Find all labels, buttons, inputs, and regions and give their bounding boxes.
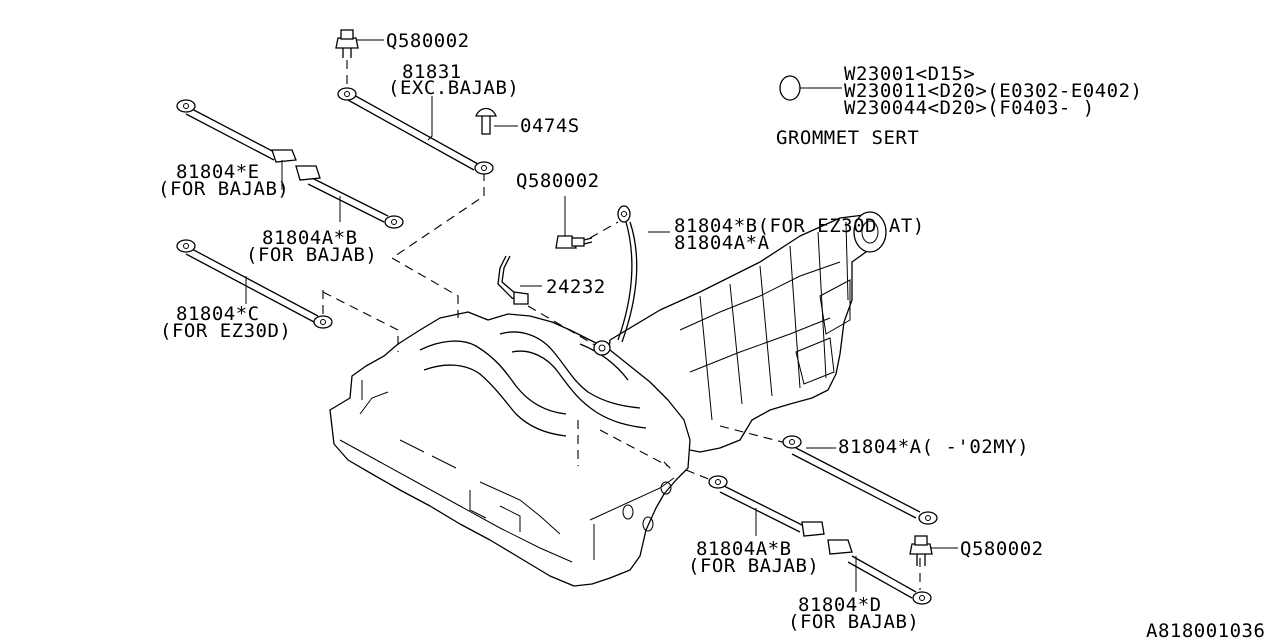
bracket-24232[interactable] <box>497 255 529 305</box>
label-grommet-2: W230011<D20>(E0302-E0402) <box>844 80 1142 102</box>
label-81804d-note: (FOR BAJAB) <box>788 611 919 633</box>
label-grommet-3: W230044<D20>(F0403- ) <box>844 97 1095 119</box>
hex-flange-bolt-icon[interactable] <box>909 535 933 566</box>
label-81804ab-upper-note: (FOR BAJAB) <box>246 244 377 266</box>
label-81804ab-lower-note: (FOR BAJAB) <box>688 555 819 577</box>
push-clip-icon[interactable] <box>475 107 497 135</box>
label-81804d: 81804*D <box>798 594 882 616</box>
label-81831: 81831 <box>402 61 462 83</box>
ground-cable-81804b[interactable] <box>593 205 638 356</box>
label-q580002-top: Q580002 <box>386 30 470 52</box>
label-81804aa: 81804A*A <box>674 232 770 254</box>
ground-strap-81831[interactable] <box>337 87 494 175</box>
hex-flange-bolt-icon[interactable] <box>335 29 359 58</box>
label-grommet-1: W23001<D15> <box>844 63 975 85</box>
label-81804ab-lower: 81804A*B <box>696 538 792 560</box>
grommet-icon[interactable] <box>779 75 801 101</box>
label-81804e-note: (FOR BAJAB) <box>158 178 289 200</box>
part-labels: Q580002 81831 (EXC.BAJAB) 0474S W23001<D… <box>158 30 1265 640</box>
label-0474s: 0474S <box>520 115 580 137</box>
engine-transmission-assembly-icon <box>329 211 887 587</box>
label-81831-note: (EXC.BAJAB) <box>388 77 519 99</box>
label-81804ab-upper: 81804A*B <box>262 227 358 249</box>
diagram-id: A818001036 <box>1146 620 1265 640</box>
ground-strap-81804e[interactable] <box>176 99 404 229</box>
label-81804a-02my: 81804*A( -'02MY) <box>838 436 1029 458</box>
hex-flange-bolt-icon[interactable] <box>555 235 593 249</box>
ground-strap-81804a[interactable] <box>782 435 938 525</box>
label-81804b-ez30d: 81804*B(FOR EZ30D AT) <box>674 215 925 237</box>
label-81804e: 81804*E <box>176 161 260 183</box>
label-81804c-note: (FOR EZ30D) <box>160 320 291 342</box>
label-q580002-bottom: Q580002 <box>960 538 1044 560</box>
label-leader-lines <box>245 39 958 592</box>
label-24232: 24232 <box>546 276 606 298</box>
assembly-leader-lines <box>322 60 921 590</box>
ground-strap-81804c[interactable] <box>176 239 333 329</box>
ground-strap-81804d[interactable] <box>708 475 932 605</box>
label-grommet-title: GROMMET SERT <box>776 127 919 149</box>
label-81804c: 81804*C <box>176 303 260 325</box>
label-q580002-mid: Q580002 <box>516 170 600 192</box>
